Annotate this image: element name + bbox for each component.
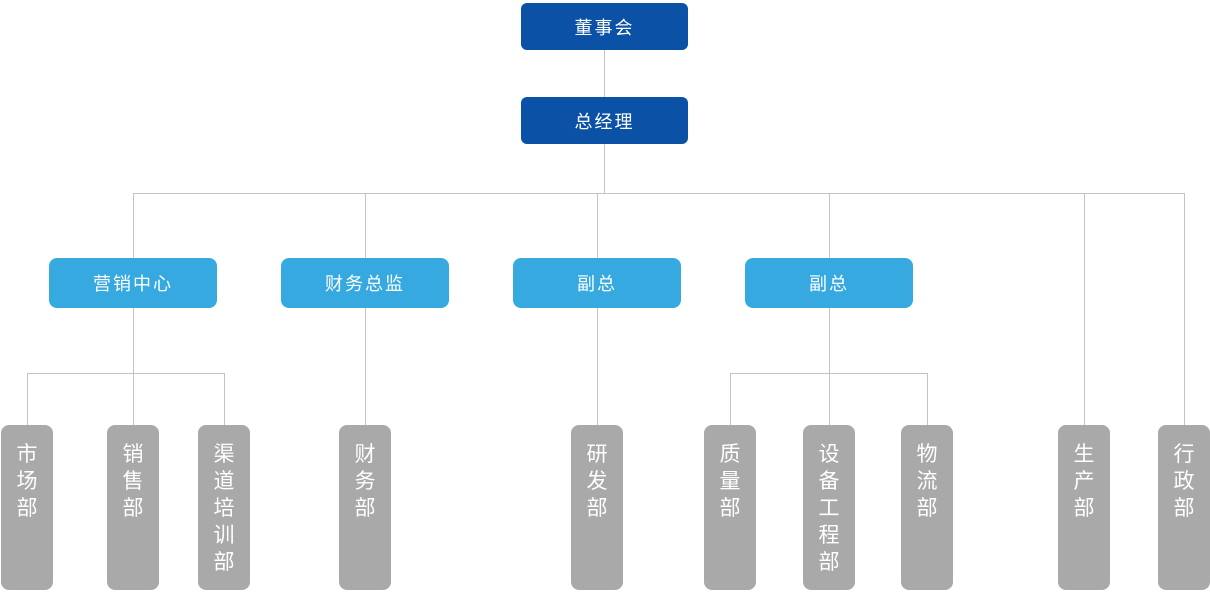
connector-marketing-trunk bbox=[133, 308, 134, 425]
org-node-dept-logistics: 物流部 bbox=[901, 425, 953, 590]
org-node-board-label: 董事会 bbox=[574, 17, 635, 38]
org-node-dept-channel-training-label: 渠道培训部 bbox=[213, 443, 235, 574]
connector-drop-logistics bbox=[927, 373, 928, 425]
connector-deputy2-rail bbox=[730, 373, 927, 374]
org-node-dept-admin: 行政部 bbox=[1158, 425, 1210, 590]
connector-rd-dept bbox=[597, 308, 598, 425]
org-node-dept-production-label: 生产部 bbox=[1073, 443, 1095, 520]
org-node-dept-quality-label: 质量部 bbox=[719, 443, 741, 520]
org-node-board: 董事会 bbox=[521, 3, 688, 50]
org-node-finance-director-label: 财务总监 bbox=[325, 274, 405, 294]
org-node-deputy-gm-1: 副总 bbox=[513, 258, 681, 308]
connector-drop-channel bbox=[224, 373, 225, 425]
org-node-dept-logistics-label: 物流部 bbox=[916, 443, 938, 520]
org-node-marketing-center-label: 营销中心 bbox=[93, 274, 173, 294]
connector-board-gm bbox=[604, 50, 605, 97]
org-node-general-manager-label: 总经理 bbox=[574, 111, 635, 132]
org-node-dept-channel-training: 渠道培训部 bbox=[198, 425, 250, 590]
connector-drop-admin bbox=[1184, 193, 1185, 425]
org-node-dept-equipment-engineering-label: 设备工程部 bbox=[818, 443, 840, 574]
org-node-general-manager: 总经理 bbox=[521, 97, 688, 144]
org-node-finance-director: 财务总监 bbox=[281, 258, 449, 308]
connector-drop-marketing bbox=[133, 193, 134, 258]
connector-drop-quality bbox=[730, 373, 731, 425]
connector-drop-deputy1 bbox=[597, 193, 598, 258]
org-node-dept-market: 市场部 bbox=[1, 425, 53, 590]
org-node-deputy-gm-2-label: 副总 bbox=[809, 274, 849, 294]
org-node-dept-sales-label: 销售部 bbox=[122, 443, 144, 520]
connector-deputy2-trunk bbox=[829, 308, 830, 425]
org-node-deputy-gm-2: 副总 bbox=[745, 258, 913, 308]
org-node-dept-finance-label: 财务部 bbox=[354, 443, 376, 520]
connector-gm-trunk bbox=[604, 144, 605, 193]
org-node-dept-sales: 销售部 bbox=[107, 425, 159, 590]
org-node-dept-finance: 财务部 bbox=[339, 425, 391, 590]
connector-main-rail bbox=[133, 193, 1184, 194]
connector-drop-production bbox=[1084, 193, 1085, 425]
connector-drop-market bbox=[27, 373, 28, 425]
org-node-dept-rd-label: 研发部 bbox=[586, 443, 608, 520]
connector-drop-finance bbox=[365, 193, 366, 258]
org-node-deputy-gm-1-label: 副总 bbox=[577, 274, 617, 294]
connector-marketing-rail bbox=[27, 373, 224, 374]
org-node-dept-admin-label: 行政部 bbox=[1173, 443, 1195, 520]
org-node-dept-market-label: 市场部 bbox=[16, 443, 38, 520]
connector-drop-deputy2 bbox=[829, 193, 830, 258]
org-node-dept-quality: 质量部 bbox=[704, 425, 756, 590]
org-node-dept-rd: 研发部 bbox=[571, 425, 623, 590]
org-node-dept-equipment-engineering: 设备工程部 bbox=[803, 425, 855, 590]
connector-finance-dept bbox=[365, 308, 366, 425]
org-node-marketing-center: 营销中心 bbox=[49, 258, 217, 308]
org-node-dept-production: 生产部 bbox=[1058, 425, 1110, 590]
